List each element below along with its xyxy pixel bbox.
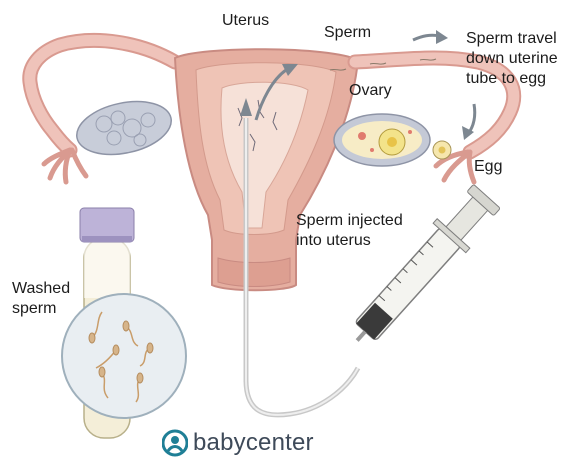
syringe [341,182,504,356]
babycenter-logo-icon [162,429,188,457]
brand-logo: babycenter [162,428,314,458]
sperm-travel-label-line1: Sperm travel [466,30,557,48]
washed-sperm-label-line1: Washed [12,280,70,298]
washed-sperm-label-line2: sperm [12,300,56,318]
left-ovary [72,94,176,163]
egg [433,141,451,159]
egg-label: Egg [474,158,502,176]
uterus-label: Uterus [222,12,269,30]
sperm-label: Sperm [324,24,371,42]
uterus [175,49,358,290]
sperm-travel-label-line2: down uterine [466,50,558,68]
ovary-label: Ovary [349,82,392,100]
sperm-injected-label-line2: into uterus [296,232,371,250]
right-ovary [334,114,430,166]
sperm-injected-label-line1: Sperm injected [296,212,403,230]
magnified-sperm-view [62,294,186,418]
brand-name: babycenter [193,429,314,457]
sperm-travel-label-line3: tube to egg [466,70,546,88]
